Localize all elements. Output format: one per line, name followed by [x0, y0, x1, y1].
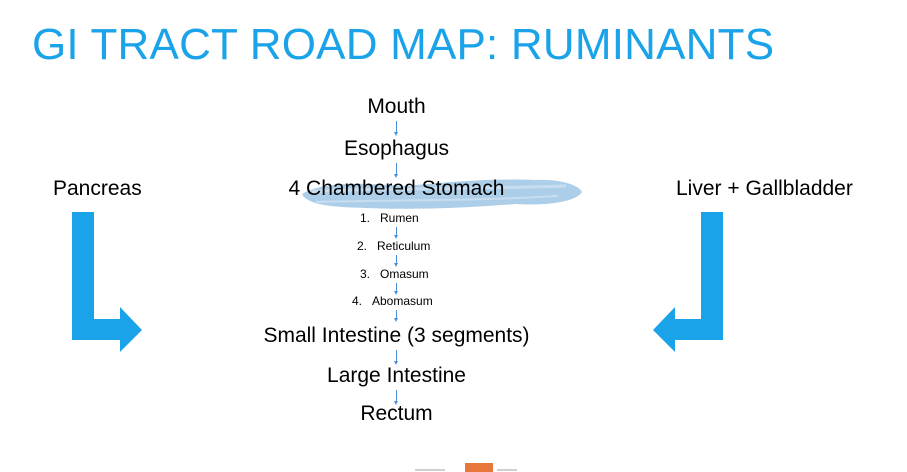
step-esophagus: Esophagus [343, 137, 450, 160]
arrow-down-icon [394, 163, 398, 178]
step-stomach: 4 Chambered Stomach [288, 177, 505, 200]
arrow-down-icon [394, 310, 398, 322]
pancreas-label: Pancreas [53, 177, 142, 200]
arrow-down-icon [394, 283, 398, 295]
step-large-intestine: Large Intestine [327, 364, 466, 387]
step-small-intestine: Small Intestine (3 segments) [263, 324, 530, 347]
chamber-rumen: 1.Rumen [360, 211, 419, 225]
bent-arrow-right-icon [72, 212, 142, 352]
arrow-down-icon [394, 255, 398, 267]
stomach-highlight [302, 179, 582, 209]
liver-gallbladder-label: Liver + Gallbladder [676, 177, 853, 200]
chamber-omasum: 3.Omasum [360, 267, 429, 281]
chamber-abomasum: 4.Abomasum [352, 294, 433, 308]
step-mouth: Mouth [367, 95, 426, 118]
arrow-down-icon [394, 350, 398, 365]
page-title: GI TRACT ROAD MAP: RUMINANTS [32, 20, 775, 69]
logo-icon [415, 463, 517, 472]
arrow-down-icon [394, 121, 398, 136]
bent-arrow-left-icon [653, 212, 723, 352]
arrow-down-icon [394, 390, 398, 405]
arrow-down-icon [394, 227, 398, 239]
step-rectum: Rectum [360, 402, 433, 425]
chamber-reticulum: 2.Reticulum [357, 239, 431, 253]
